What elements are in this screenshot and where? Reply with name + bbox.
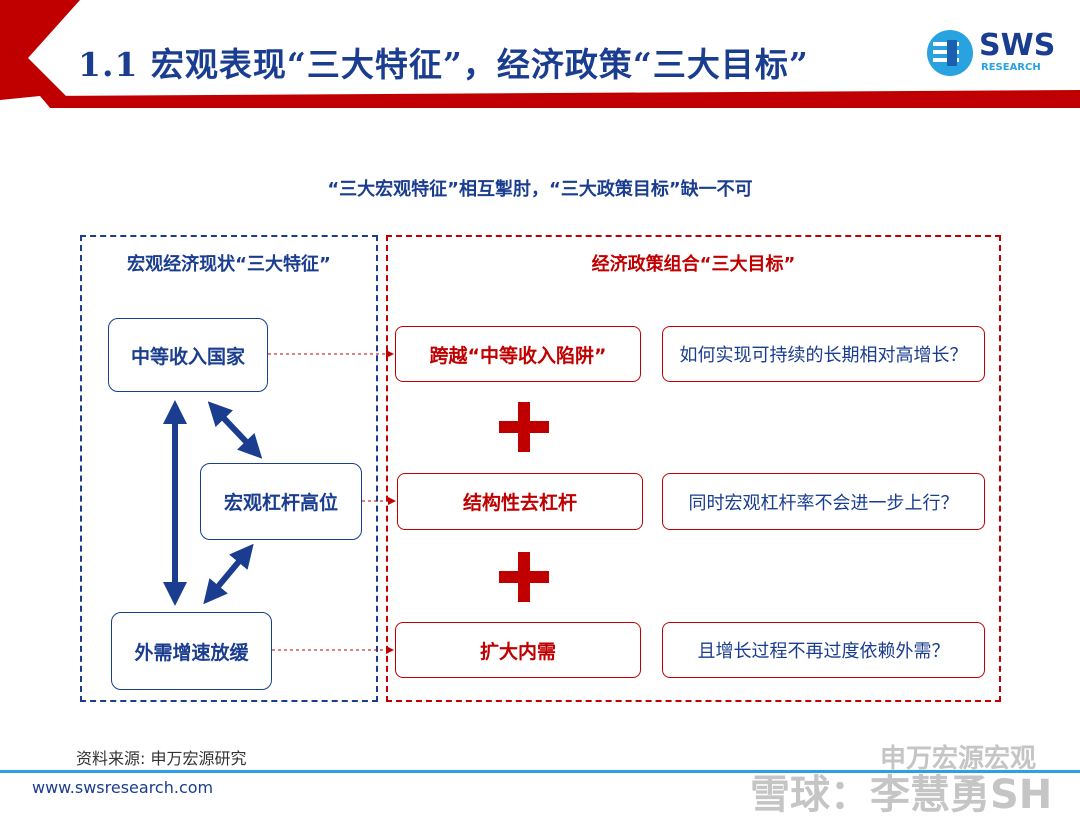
right-panel-title: 经济政策组合“三大目标”: [591, 254, 796, 275]
page-title: 1.1 宏观表现“三大特征”，经济政策“三大目标”: [78, 45, 809, 84]
logo-subtext: RESEARCH: [981, 62, 1041, 73]
footer-divider: [0, 770, 1080, 773]
left-panel-title: 宏观经济现状“三大特征”: [127, 254, 331, 275]
plus-icon: [499, 402, 549, 452]
watermark-line1: 申万宏源宏观: [880, 744, 1037, 774]
plus-icon: [499, 552, 549, 602]
goal-3: 扩大内需: [395, 622, 641, 678]
double-arrow-icon: [207, 401, 263, 459]
source-note: 资料来源: 申万宏源研究: [76, 749, 247, 768]
right-panel: [386, 235, 1001, 702]
double-arrow-icon: [203, 543, 254, 605]
question-1: 如何实现可持续的长期相对高增长？: [662, 326, 985, 382]
goal-1: 跨越“中等收入陷阱”: [395, 326, 641, 382]
sws-logo: SWS RESEARCH: [925, 28, 1055, 78]
footer-url[interactable]: www.swsresearch.com: [32, 778, 214, 797]
feature-high-leverage: 宏观杠杆高位: [200, 463, 362, 540]
header-banner: [0, 0, 1080, 108]
question-2: 同时宏观杠杆率不会进一步上行？: [662, 473, 985, 530]
diagram-subtitle: “三大宏观特征”相互掣肘，“三大政策目标”缺一不可: [327, 179, 753, 200]
feature-middle-income: 中等收入国家: [108, 318, 268, 392]
watermark-line2: 雪球：李慧勇SH: [750, 772, 1053, 818]
goal-2: 结构性去杠杆: [397, 473, 643, 530]
feature-external-demand: 外需增速放缓: [111, 612, 272, 690]
logo-text: SWS: [979, 28, 1056, 63]
logo-icon: [927, 30, 973, 76]
left-panel: [80, 235, 378, 702]
question-3: 且增长过程不再过度依赖外需？: [662, 622, 985, 678]
